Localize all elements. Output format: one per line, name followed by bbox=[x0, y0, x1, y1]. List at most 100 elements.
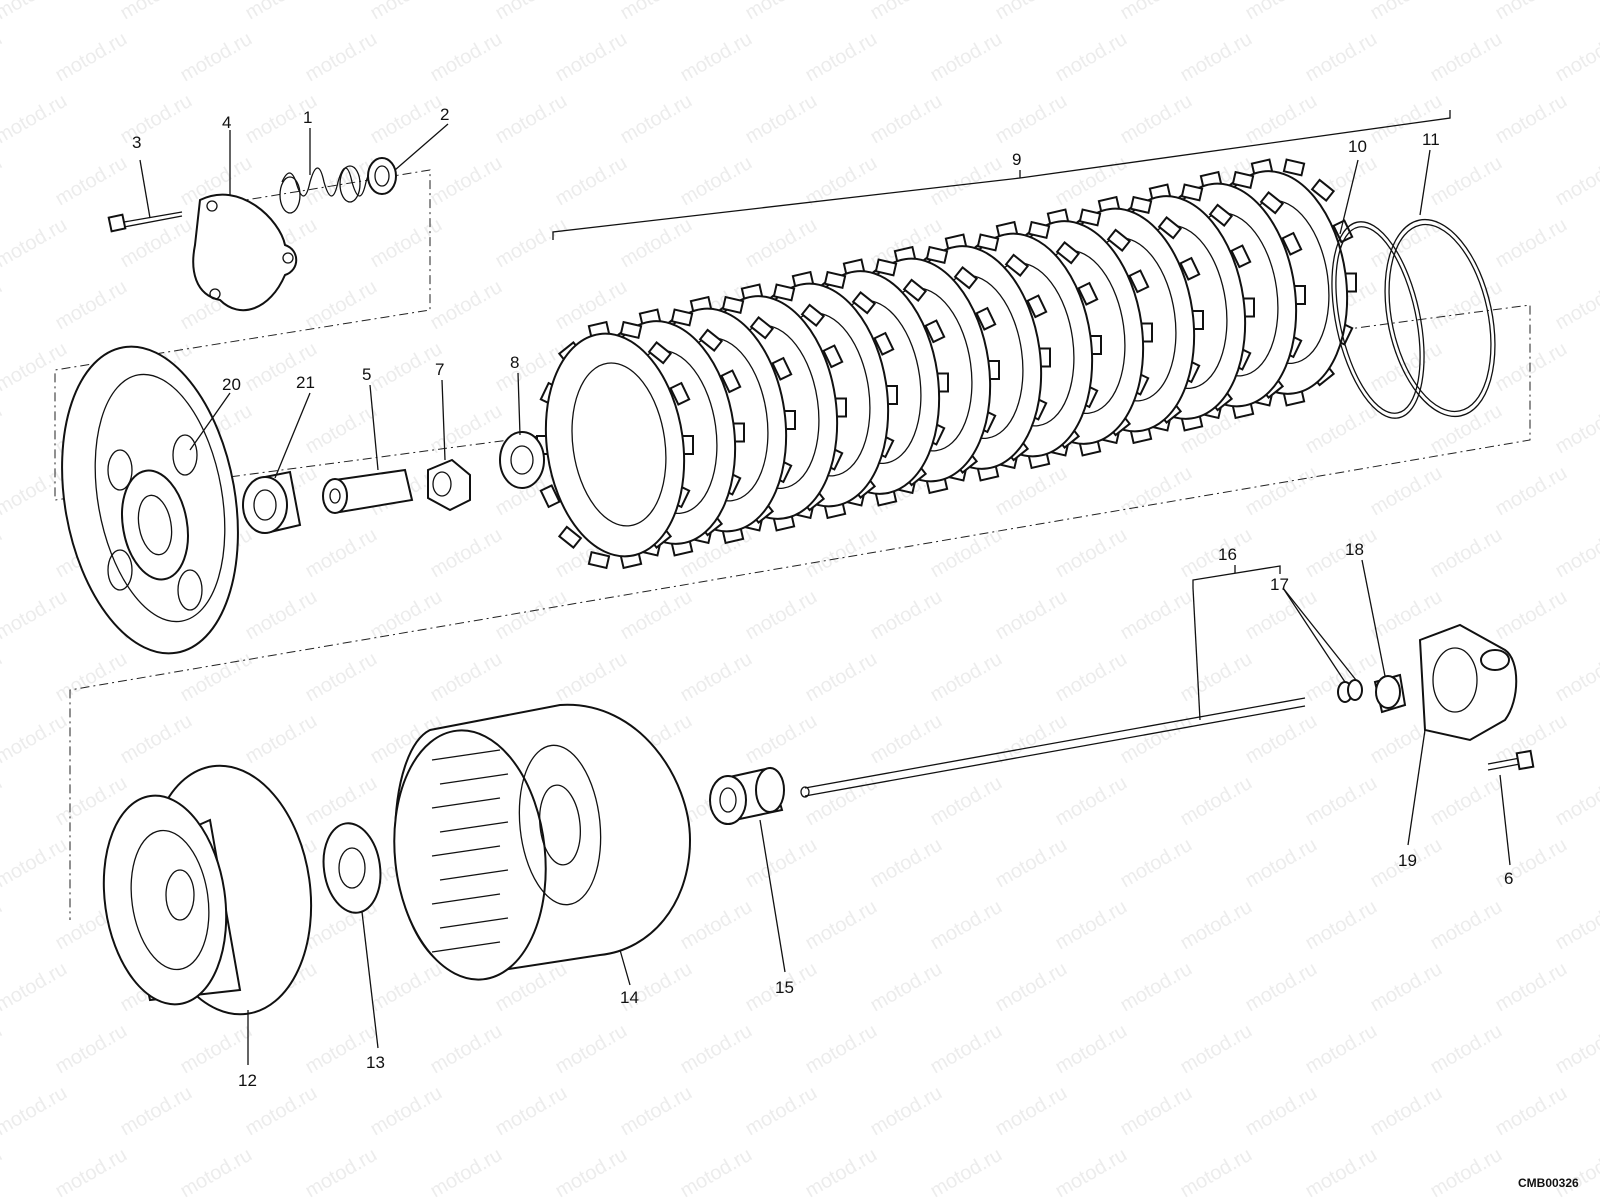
watermark-text: motod.ru bbox=[1052, 28, 1131, 87]
plate-tab bbox=[670, 308, 694, 327]
label-part-14: 14 bbox=[620, 988, 639, 1007]
basket-slot bbox=[431, 749, 501, 761]
watermark-text: motod.ru bbox=[552, 1020, 631, 1079]
watermark-text: motod.ru bbox=[427, 1020, 506, 1079]
watermark-text: motod.ru bbox=[0, 0, 71, 24]
basket-slot bbox=[439, 869, 509, 881]
watermark-text: motod.ru bbox=[0, 834, 71, 893]
basket-slot bbox=[439, 917, 509, 929]
plate-tab bbox=[619, 320, 643, 340]
plate-tab bbox=[698, 328, 724, 352]
plate-tab bbox=[1179, 256, 1201, 281]
watermark-text: motod.ru bbox=[677, 648, 756, 707]
watermark-text: motod.ru bbox=[427, 28, 506, 87]
watermark-text: motod.ru bbox=[1117, 834, 1196, 893]
watermark-text: motod.ru bbox=[677, 152, 756, 211]
label-part-20: 20 bbox=[222, 375, 241, 394]
watermark-text: motod.ru bbox=[1492, 0, 1571, 24]
part-pressure-plate-20 bbox=[61, 345, 239, 655]
label-part-1: 1 bbox=[303, 108, 312, 127]
watermark-text: motod.ru bbox=[992, 0, 1071, 24]
watermark-text: motod.ru bbox=[1492, 1082, 1571, 1141]
plate-tab bbox=[539, 484, 561, 509]
part-plate-4 bbox=[192, 193, 298, 312]
watermark-text: motod.ru bbox=[552, 648, 631, 707]
watermark-text: motod.ru bbox=[1177, 1020, 1256, 1079]
bracket-part-16 bbox=[1192, 565, 1281, 588]
plate-tab bbox=[1259, 191, 1285, 215]
plate-outer-edge bbox=[544, 332, 686, 558]
basket-slot bbox=[431, 845, 501, 857]
bracket-part-9 bbox=[552, 110, 1451, 240]
watermark-text: motod.ru bbox=[52, 276, 131, 335]
label-part-2: 2 bbox=[440, 105, 449, 124]
watermark-text: motod.ru bbox=[1552, 400, 1600, 459]
watermark-text: motod.ru bbox=[1242, 90, 1321, 149]
watermark-text: motod.ru bbox=[177, 1020, 256, 1079]
part-ring-11 bbox=[1384, 218, 1496, 418]
watermark-text: motod.ru bbox=[117, 214, 196, 273]
watermark-text: motod.ru bbox=[427, 152, 506, 211]
watermark-text: motod.ru bbox=[1052, 1020, 1131, 1079]
watermark-text: motod.ru bbox=[742, 0, 821, 24]
watermark-text: motod.ru bbox=[492, 1082, 571, 1141]
plate-tab bbox=[924, 319, 946, 344]
watermark-text: motod.ru bbox=[1177, 1144, 1256, 1200]
watermark-text: motod.ru bbox=[0, 214, 71, 273]
watermark-text: motod.ru bbox=[867, 710, 946, 769]
watermark-text: motod.ru bbox=[552, 152, 631, 211]
watermark-text: motod.ru bbox=[1492, 338, 1571, 397]
plate-tab bbox=[669, 381, 691, 406]
watermark-text: motod.ru bbox=[302, 1144, 381, 1200]
watermark-text: motod.ru bbox=[927, 524, 1006, 583]
watermark-text: motod.ru bbox=[242, 586, 321, 645]
watermark-text: motod.ru bbox=[1552, 648, 1600, 707]
watermark-text: motod.ru bbox=[1427, 896, 1506, 955]
watermark-text: motod.ru bbox=[52, 28, 131, 87]
watermark-text: motod.ru bbox=[0, 1020, 6, 1079]
plate-tab bbox=[721, 295, 745, 315]
part-slave-cylinder-19 bbox=[1418, 623, 1518, 742]
watermark-text: motod.ru bbox=[1552, 152, 1600, 211]
watermark-text: motod.ru bbox=[1302, 896, 1381, 955]
watermark-text: motod.ru bbox=[367, 958, 446, 1017]
plate-tab bbox=[851, 291, 877, 315]
watermark-text: motod.ru bbox=[492, 90, 571, 149]
watermark-text: motod.ru bbox=[1242, 586, 1321, 645]
watermark-text: motod.ru bbox=[1177, 648, 1256, 707]
basket-slot bbox=[439, 821, 509, 833]
plate-tab bbox=[1027, 220, 1051, 240]
watermark-text: motod.ru bbox=[1177, 28, 1256, 87]
part-bolt-3 bbox=[107, 211, 183, 233]
watermark-text: motod.ru bbox=[677, 1144, 756, 1200]
watermark-text: motod.ru bbox=[867, 586, 946, 645]
watermark-text: motod.ru bbox=[242, 1082, 321, 1141]
plate-tab bbox=[720, 369, 742, 394]
watermark-text: motod.ru bbox=[1117, 958, 1196, 1017]
watermark-text: motod.ru bbox=[1052, 152, 1131, 211]
watermark-text: motod.ru bbox=[427, 276, 506, 335]
watermark-text: motod.ru bbox=[927, 1020, 1006, 1079]
watermark-text: motod.ru bbox=[1052, 1144, 1131, 1200]
watermark-text: motod.ru bbox=[1302, 772, 1381, 831]
watermark-text: motod.ru bbox=[1552, 28, 1600, 87]
label-part-21: 21 bbox=[296, 373, 315, 392]
watermark-text: motod.ru bbox=[1242, 958, 1321, 1017]
watermark-text: motod.ru bbox=[992, 586, 1071, 645]
watermark-text: motod.ru bbox=[1492, 958, 1571, 1017]
watermark-text: motod.ru bbox=[1302, 1144, 1381, 1200]
watermark-text: motod.ru bbox=[1492, 586, 1571, 645]
watermark-text: motod.ru bbox=[367, 90, 446, 149]
plate-tab bbox=[975, 306, 997, 331]
watermark-text: motod.ru bbox=[0, 1082, 71, 1141]
watermark-text: motod.ru bbox=[0, 896, 6, 955]
watermark-text: motod.ru bbox=[1427, 1144, 1506, 1200]
watermark-text: motod.ru bbox=[0, 90, 71, 149]
watermark-text: motod.ru bbox=[117, 710, 196, 769]
plate-tab bbox=[873, 331, 895, 356]
watermark-text: motod.ru bbox=[1117, 0, 1196, 24]
plate-tab bbox=[1157, 216, 1183, 240]
watermark-text: motod.ru bbox=[742, 90, 821, 149]
plate-tab bbox=[822, 344, 844, 369]
